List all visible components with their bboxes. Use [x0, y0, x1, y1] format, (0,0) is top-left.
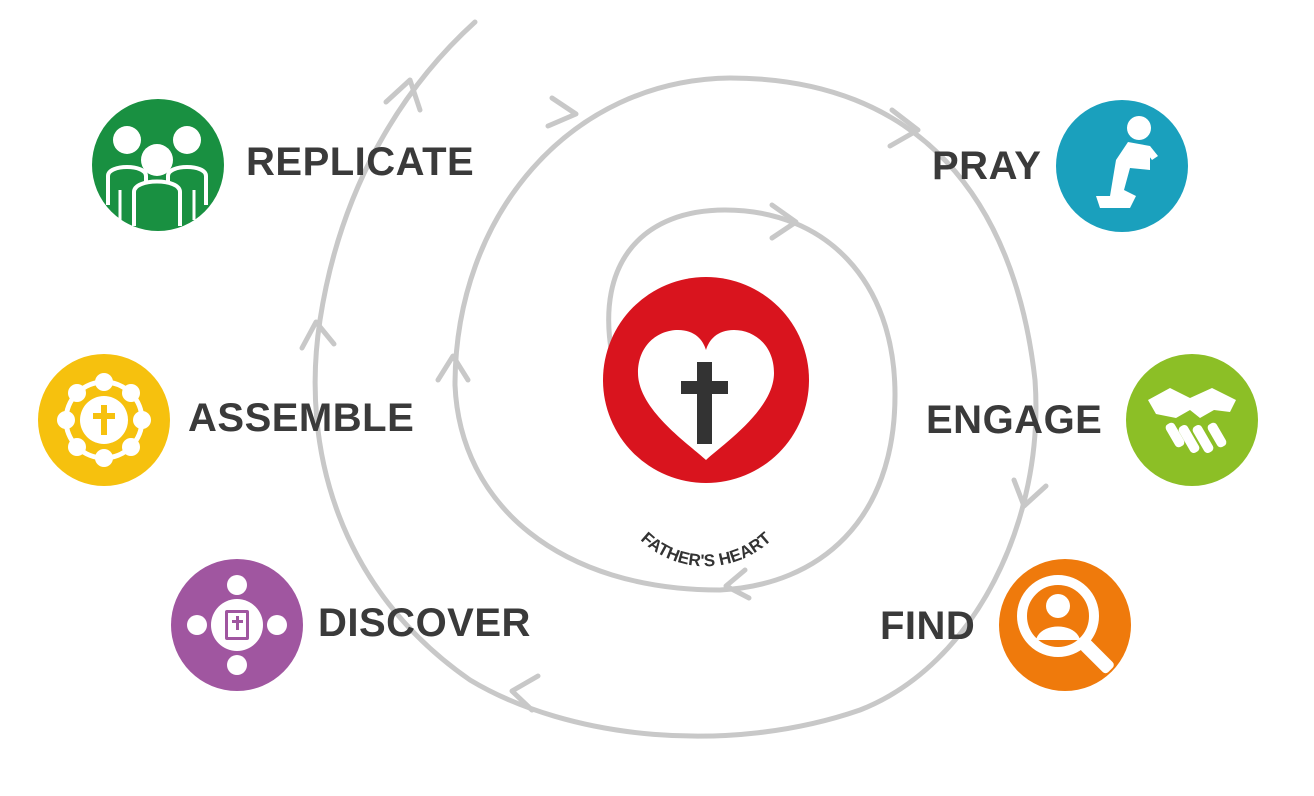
magnifier-person-icon: [1017, 575, 1114, 674]
spiral-arrows: [299, 77, 1049, 713]
find-badge: [999, 559, 1131, 691]
pray-badge: [1056, 100, 1188, 232]
replicate-badge: [92, 99, 224, 231]
engage-label: ENGAGE: [926, 398, 1103, 442]
discover-badge: [171, 559, 303, 691]
center-label: FATHER'S HEART: [637, 528, 775, 570]
spiral-arrow: [887, 107, 921, 149]
spiral-arrow: [723, 567, 752, 601]
spiral-arrow: [769, 202, 799, 241]
handshake-icon: [1148, 388, 1236, 454]
cross-icon: [681, 362, 728, 444]
find-label: FIND: [880, 604, 976, 648]
spiral-arrow: [435, 353, 471, 383]
spiral-arrow: [383, 77, 423, 113]
cross-circle-icon: [57, 373, 151, 467]
engage-badge: [1126, 354, 1258, 486]
spiral-arrow: [299, 319, 337, 351]
discover-label: DISCOVER: [318, 601, 531, 645]
kneeling-person-icon: [1096, 116, 1158, 208]
bible-group-icon: [187, 575, 287, 675]
spiral-arrow: [509, 673, 541, 713]
fathers-heart-badge: FATHER'S HEART: [603, 277, 809, 570]
people-group-icon: [106, 126, 208, 226]
assemble-label: ASSEMBLE: [188, 396, 415, 440]
spiral-path: [312, 19, 1039, 739]
replicate-label: REPLICATE: [246, 140, 475, 184]
assemble-badge: [38, 354, 170, 486]
spiral-arrow: [1011, 477, 1049, 509]
pray-label: PRAY: [932, 144, 1042, 188]
spiral-arrow: [545, 95, 579, 129]
